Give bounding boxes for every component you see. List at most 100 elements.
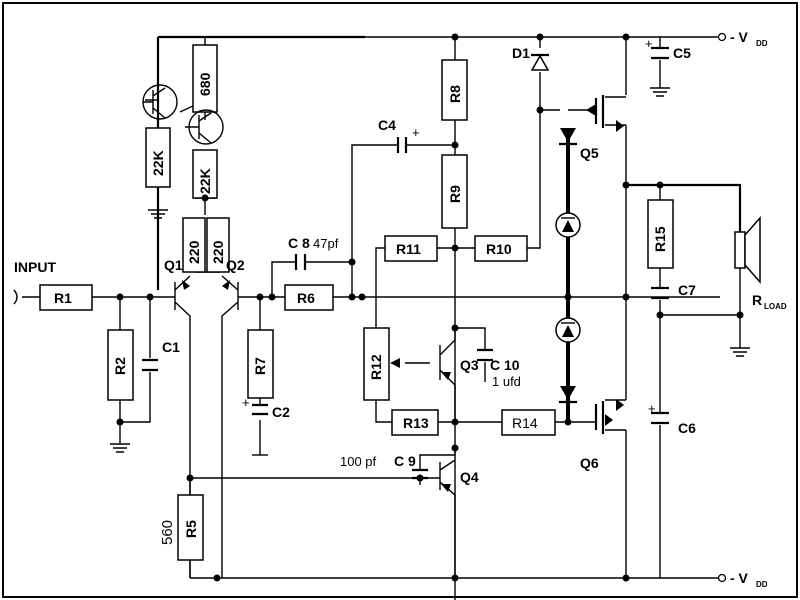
input-label: INPUT: [14, 259, 56, 275]
resistor-680: [192, 44, 218, 113]
r15-label: R15: [652, 226, 668, 252]
r22k-b-label: 22K: [197, 168, 213, 194]
q4-label: Q4: [460, 469, 479, 485]
capacitor-c2: [252, 403, 268, 416]
resistor-220-a: [182, 217, 206, 273]
r9-label: R9: [447, 185, 463, 203]
c10-label: C 10: [490, 357, 520, 373]
ground-icon: [650, 87, 670, 97]
q5-label: Q5: [580, 145, 599, 161]
q4-arrow-icon: [441, 484, 451, 492]
capacitor-c5: [651, 46, 669, 60]
svg-text:+: +: [412, 125, 420, 140]
r12-label: R12: [368, 354, 384, 380]
r8-label: R8: [447, 85, 463, 103]
c8-label: C 8: [288, 235, 310, 251]
r13-label: R13: [403, 415, 429, 431]
r22k-a-label: 22K: [150, 150, 166, 176]
r220-b-label: 220: [210, 240, 226, 264]
resistor-r10: [474, 235, 528, 262]
r10-label: R10: [486, 241, 512, 257]
junction-dots: [116, 33, 744, 582]
resistor-r5: [177, 494, 204, 561]
resistor-r13: [391, 409, 439, 436]
svg-text:DD: DD: [756, 580, 768, 589]
resistor-r9: [441, 154, 468, 229]
d1-label: D1: [512, 45, 530, 61]
c1-label: C1: [162, 339, 180, 355]
resistor-r14: [501, 409, 556, 436]
r680-label: 680: [197, 72, 213, 96]
capacitor-c8: [294, 254, 307, 270]
c9-value: 100 pf: [340, 454, 377, 469]
capacitor-c6: [651, 411, 669, 425]
wires: [22, 35, 742, 600]
c8-value: 47pf: [313, 236, 339, 251]
capacitors: [142, 46, 669, 480]
q2-arrow-icon: [222, 280, 230, 290]
q1-label: Q1: [164, 257, 183, 273]
resistor-220-b: [206, 217, 230, 273]
vdd-bottom-terminal: [717, 573, 727, 583]
c4-label: C4: [378, 117, 396, 133]
resistor-r6: [284, 284, 334, 311]
speaker-icon: [734, 216, 761, 315]
vdd-top-terminal: [717, 32, 727, 42]
q6-gate-arrow-icon: [605, 414, 613, 426]
diode-bottom-icon: [560, 386, 576, 400]
r14-label: R14: [512, 415, 538, 431]
r7-label: R7: [252, 357, 268, 375]
c9-label: C 9: [394, 453, 416, 469]
ground-symbols: [110, 87, 750, 456]
resistor-r7: [247, 329, 274, 399]
r5-value: 560: [159, 520, 176, 545]
r11-label: R11: [396, 241, 421, 257]
q6-label: Q6: [580, 455, 599, 471]
resistor-22k-a: [145, 127, 171, 188]
svg-text:DD: DD: [756, 39, 768, 48]
svg-text:+: +: [242, 395, 250, 410]
capacitor-c1: [142, 358, 158, 372]
svg-text:+: +: [648, 401, 656, 416]
ground-icon: [148, 209, 168, 219]
resistors: [39, 44, 674, 561]
mosfet-q6: [594, 401, 605, 434]
r220-a-label: 220: [186, 240, 202, 264]
resistor-r15: [647, 199, 674, 269]
c5-label: C5: [673, 45, 691, 61]
vdd-bottom-label: - V: [730, 570, 749, 586]
resistor-r1: [39, 284, 93, 311]
ground-icon: [110, 443, 130, 453]
r1-label: R1: [54, 290, 72, 306]
q1-arrow-icon: [182, 280, 190, 290]
resistor-r8: [441, 59, 468, 121]
ground-icon: [730, 347, 750, 357]
r6-label: R6: [297, 290, 315, 306]
resistor-22k-b: [192, 149, 218, 199]
svg-text:LOAD: LOAD: [764, 302, 787, 311]
transistors: [142, 84, 624, 492]
input-terminal: [13, 289, 18, 305]
r12-wiper-arrow-icon: [390, 358, 400, 368]
c2-label: C2: [272, 404, 290, 420]
resistor-r2: [107, 329, 134, 401]
rload-label: R: [752, 292, 762, 308]
mosfet-q5: [594, 95, 605, 128]
capacitor-c10: [477, 348, 493, 362]
vdd-top-label: - V: [730, 29, 749, 45]
c10-value: 1 ufd: [492, 374, 521, 389]
resistor-r12: [363, 327, 390, 401]
q2-label: Q2: [226, 257, 245, 273]
capacitor-c4: [396, 137, 408, 153]
labels: INPUT - V DD - V DD R LOAD Q1 Q2 Q3 Q4 Q…: [14, 29, 787, 589]
r2-label: R2: [112, 357, 128, 375]
capacitor-c7: [651, 286, 669, 300]
diode-d1-icon: [530, 54, 550, 71]
diodes: [530, 53, 581, 404]
svg-text:+: +: [645, 36, 653, 51]
r5-label: R5: [183, 520, 199, 538]
c7-label: C7: [678, 282, 696, 298]
c6-label: C6: [678, 420, 696, 436]
